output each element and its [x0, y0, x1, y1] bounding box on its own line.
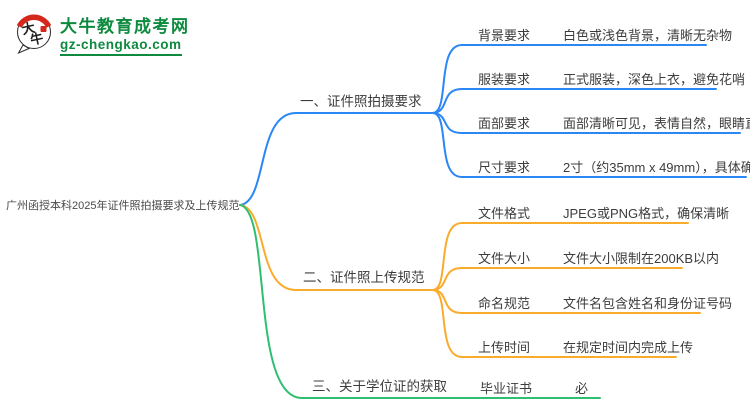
leaf-value: 文件大小限制在200KB以内	[563, 251, 720, 266]
leaf-value: 正式服装，深色上衣，避免花哨	[563, 72, 746, 87]
leaf-key: 背景要求	[478, 28, 531, 43]
edge-branch1-child2	[432, 88, 717, 114]
logo-bull-icon: 大 牛	[16, 14, 52, 55]
branch3-node: 三、关于学位证的获取	[312, 379, 447, 394]
svg-text:牛: 牛	[29, 30, 45, 47]
branch1-node: 一、证件照拍摄要求	[300, 94, 422, 109]
leaf-key: 上传时间	[478, 340, 531, 355]
leaf-value: 文件名包含姓名和身份证号码	[563, 296, 733, 311]
leaf-key: 命名规范	[478, 296, 531, 311]
site-url: gz-chengkao.com	[60, 37, 182, 56]
leaf-key: 毕业证书	[480, 381, 533, 396]
edge-root-branch1	[239, 112, 434, 206]
edge-root-branch3	[239, 204, 601, 399]
leaf-key: 文件大小	[478, 251, 531, 266]
leaf-value: 必	[575, 381, 589, 396]
leaf-key: 面部要求	[478, 116, 531, 131]
leaf-value: 白色或浅色背景，清晰无杂物	[563, 28, 733, 43]
leaf-key: 服装要求	[478, 72, 531, 87]
leaf-value: JPEG或PNG格式，确保清晰	[563, 206, 730, 221]
branch2-node: 二、证件照上传规范	[303, 270, 425, 285]
site-logo: 大 牛 大牛教育成考网 gz-chengkao.com	[14, 13, 190, 56]
svg-text:大: 大	[21, 20, 37, 37]
leaf-value: 面部清晰可见，表情自然，眼睛直视	[563, 116, 750, 131]
leaf-key: 文件格式	[478, 206, 531, 221]
leaf-key: 尺寸要求	[478, 160, 531, 175]
leaf-value: 在规定时间内完成上传	[563, 340, 694, 355]
edge-branch2-child2	[432, 267, 683, 291]
leaf-value: 2寸（约35mm x 49mm），具体确认	[563, 160, 750, 175]
site-name: 大牛教育成考网	[60, 17, 190, 36]
root-node: 广州函授本科2025年证件照拍摄要求及上传规范	[6, 200, 240, 212]
